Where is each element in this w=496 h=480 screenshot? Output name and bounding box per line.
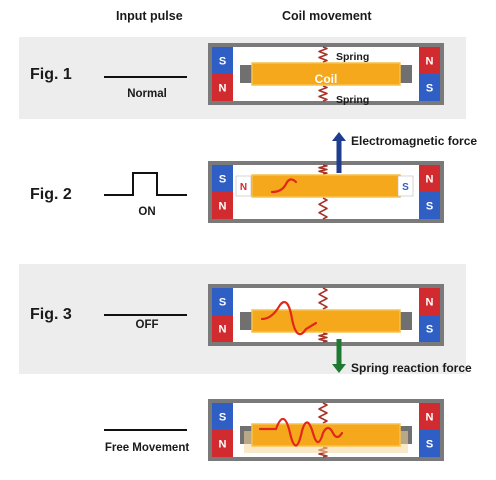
unit-4-left-magnet-bottom-letter: N xyxy=(219,439,227,451)
unit-3-left-magnet-bottom-letter: N xyxy=(219,324,227,336)
unit-1-left-magnet-top-letter: S xyxy=(219,56,226,68)
unit-2-left-magnet-top xyxy=(212,165,233,192)
fig1-lower-spring-label: Spring xyxy=(336,94,369,106)
fig2-pulse-caption: ON xyxy=(138,206,156,218)
fig1-pulse-caption: Normal xyxy=(127,88,167,100)
unit-2-left-magnet-top-letter: S xyxy=(219,174,226,186)
unit-3-left-magnet-top xyxy=(212,288,233,315)
unit-2-coil-south-pole xyxy=(397,175,414,197)
unit-3-coil-right-cap xyxy=(399,312,412,330)
unit-4-left-magnet-top-letter: S xyxy=(219,412,226,424)
electromagnetic-force-arrow-head xyxy=(332,132,346,141)
unit-2-coil-north-letter: N xyxy=(240,182,247,193)
unit-1-right-magnet-top xyxy=(419,47,440,74)
unit-4-coil xyxy=(251,423,401,447)
unit-3-coil xyxy=(251,309,401,333)
unit-2-left-magnet-bottom-letter: N xyxy=(219,201,227,213)
unit-3-motion-wave xyxy=(260,301,318,336)
fig3-label: Fig. 3 xyxy=(30,306,72,323)
unit-3-coil-left-cap xyxy=(240,312,253,330)
unit-2-upper-spring xyxy=(318,164,328,175)
unit-2-right-magnet-top xyxy=(419,165,440,192)
unit-1-coil xyxy=(251,62,401,86)
unit-4-right-magnet-bottom xyxy=(419,430,440,457)
unit-2-right-magnet-top-letter: N xyxy=(426,174,434,186)
unit-1-upper-spring xyxy=(318,46,328,63)
unit-1-coil-right-cap xyxy=(399,65,412,83)
unit-1-left-magnet-bottom-letter: N xyxy=(219,83,227,95)
unit-2-right-magnet-bottom-letter: S xyxy=(426,201,433,213)
unit-1-right-magnet-bottom xyxy=(419,74,440,101)
unit-2-lower-spring xyxy=(318,197,328,220)
unit-1-left-magnet-bottom xyxy=(212,74,233,101)
fig1-coil-label: Coil xyxy=(315,72,338,86)
unit-2-coil-north-pole xyxy=(235,175,252,197)
fig2-label: Fig. 2 xyxy=(30,186,72,203)
unit-2-motion-wave xyxy=(270,178,298,194)
electromagnetic-force-label: Electromagnetic force xyxy=(351,134,477,148)
unit-1-right-magnet-bottom-letter: S xyxy=(426,83,433,95)
fig1-label: Fig. 1 xyxy=(30,66,72,83)
unit-3-right-magnet-bottom-letter: S xyxy=(426,324,433,336)
unit-2-right-magnet-bottom xyxy=(419,192,440,219)
unit-1-left-magnet-top xyxy=(212,47,233,74)
unit-4-left-magnet-top xyxy=(212,403,233,430)
spring-reaction-force-arrow-head xyxy=(332,364,346,373)
free-pulse-caption: Free Movement xyxy=(104,442,190,454)
coil-movement-header: Coil movement xyxy=(282,9,372,23)
unit-4-right-magnet-top xyxy=(419,403,440,430)
unit-2-left-magnet-bottom xyxy=(212,192,233,219)
fig1-upper-spring-label: Spring xyxy=(336,51,369,63)
unit-2-coil-south-letter: S xyxy=(402,182,409,193)
unit-3-left-magnet-bottom xyxy=(212,315,233,342)
input-pulse-header: Input pulse xyxy=(116,9,183,23)
unit-3-upper-spring xyxy=(318,287,328,310)
fig3-pulse-caption: OFF xyxy=(135,319,159,331)
fig2-pulse-line xyxy=(104,172,187,196)
unit-4-right-magnet-bottom-letter: S xyxy=(426,439,433,451)
unit-4-motion-wave xyxy=(258,417,344,447)
unit-3-lower-spring xyxy=(318,332,328,343)
spring-reaction-force-label: Spring reaction force xyxy=(351,361,472,375)
unit-3-right-magnet-top-letter: N xyxy=(426,297,434,309)
unit-1-lower-spring xyxy=(318,85,328,102)
unit-4-left-magnet-bottom xyxy=(212,430,233,457)
unit-4-right-magnet-top-letter: N xyxy=(426,412,434,424)
unit-1-coil-left-cap xyxy=(240,65,253,83)
unit-3-left-magnet-top-letter: S xyxy=(219,297,226,309)
unit-4-upper-spring xyxy=(318,402,328,424)
unit-3-right-magnet-bottom xyxy=(419,315,440,342)
unit-3-right-magnet-top xyxy=(419,288,440,315)
unit-1-right-magnet-top-letter: N xyxy=(426,56,434,68)
unit-2-coil xyxy=(251,174,401,198)
